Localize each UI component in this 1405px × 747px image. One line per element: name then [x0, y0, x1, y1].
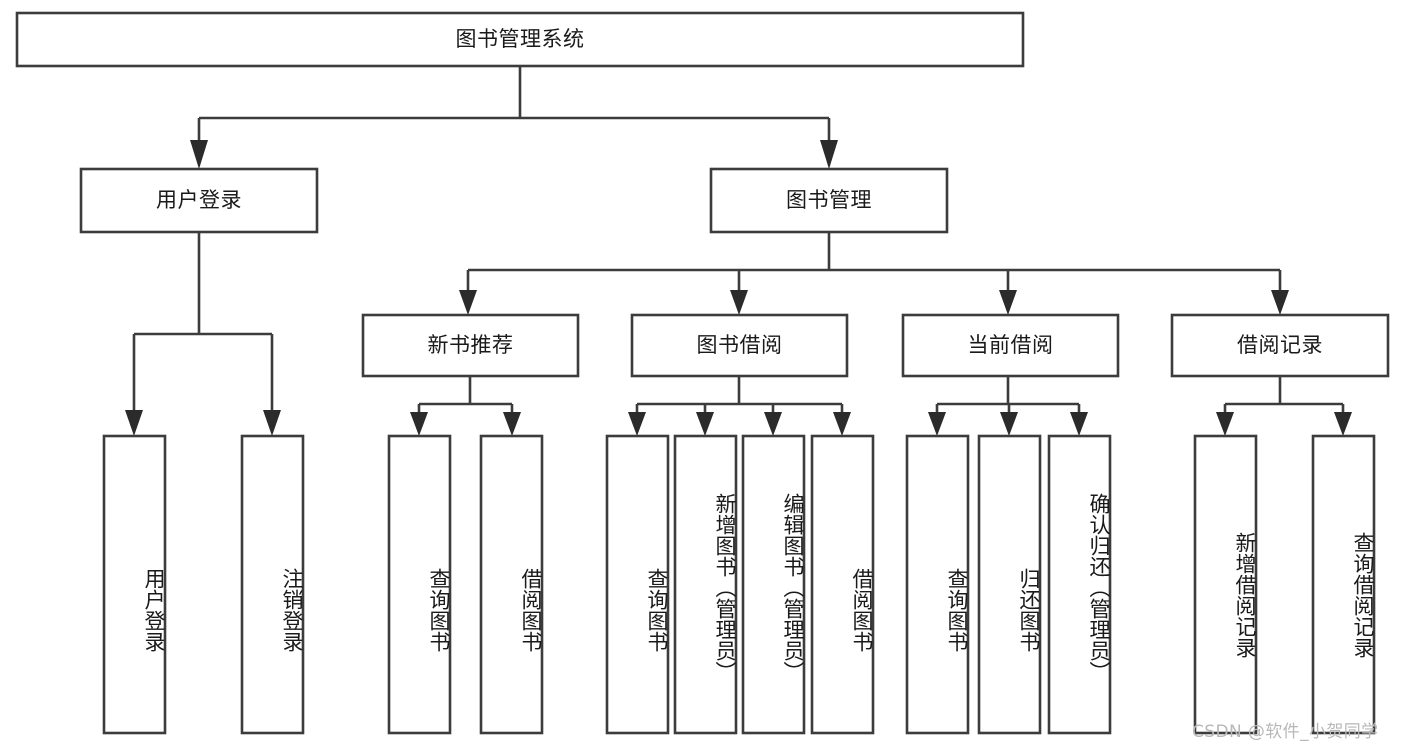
node-box-root[interactable] — [15, 11, 1025, 68]
node-box-leaf-cb-query[interactable] — [905, 434, 970, 735]
arrow-to-current-borrow — [999, 290, 1017, 315]
node-box-leaf-bb-borrow[interactable] — [810, 434, 875, 735]
arrow-nb-leaf2 — [503, 412, 521, 436]
connectors-book-manage-to-level3 — [459, 232, 1289, 315]
node-box-leaf-br-add[interactable] — [1193, 434, 1258, 735]
node-box-leaf-bb-add[interactable] — [673, 434, 738, 735]
node-box-user-login[interactable] — [79, 167, 319, 234]
arrow-cb-leaf1 — [928, 412, 946, 436]
connectors-root-to-level2 — [190, 66, 838, 169]
connectors-borrow-record-leaves — [1216, 376, 1352, 436]
arrow-to-book-manage — [820, 140, 838, 169]
node-box-leaf-nb-borrow[interactable] — [479, 434, 544, 735]
arrow-to-leaf-logout — [263, 410, 281, 436]
arrow-bb-leaf4 — [833, 412, 851, 436]
arrow-to-book-borrow — [730, 290, 748, 315]
connectors-book-borrow-leaves — [628, 376, 851, 436]
arrow-nb-leaf1 — [410, 412, 428, 436]
arrow-br-leaf2 — [1334, 412, 1352, 436]
connectors-current-borrow-leaves — [928, 376, 1088, 436]
arrow-bb-leaf3 — [764, 412, 782, 436]
arrow-to-leaf-user-login — [125, 410, 143, 436]
connectors-new-book-leaves — [410, 376, 521, 436]
connectors-user-login-leaves — [125, 232, 281, 436]
arrow-cb-leaf3 — [1070, 412, 1088, 436]
node-box-leaf-bb-query[interactable] — [605, 434, 670, 735]
arrow-cb-leaf2 — [1000, 412, 1018, 436]
node-box-book-manage[interactable] — [709, 167, 949, 234]
arrow-br-leaf1 — [1216, 412, 1234, 436]
node-box-leaf-nb-query[interactable] — [387, 434, 452, 735]
node-box-leaf-cb-return[interactable] — [977, 434, 1042, 735]
node-box-leaf-br-query[interactable] — [1311, 434, 1376, 735]
node-box-new-book-recommend[interactable] — [361, 313, 580, 378]
arrow-bb-leaf1 — [628, 412, 646, 436]
node-box-leaf-logout[interactable] — [240, 434, 305, 735]
node-box-borrow-record[interactable] — [1170, 313, 1390, 378]
node-box-book-borrow[interactable] — [630, 313, 849, 378]
arrow-to-borrow-record — [1271, 290, 1289, 315]
arrow-to-new-book — [459, 290, 477, 315]
node-box-leaf-user-login[interactable] — [102, 434, 167, 735]
arrow-to-user-login — [190, 140, 208, 169]
node-box-leaf-bb-edit[interactable] — [741, 434, 806, 735]
arrow-bb-leaf2 — [696, 412, 714, 436]
node-box-current-borrow[interactable] — [901, 313, 1120, 378]
node-box-leaf-cb-confirm[interactable] — [1047, 434, 1112, 735]
